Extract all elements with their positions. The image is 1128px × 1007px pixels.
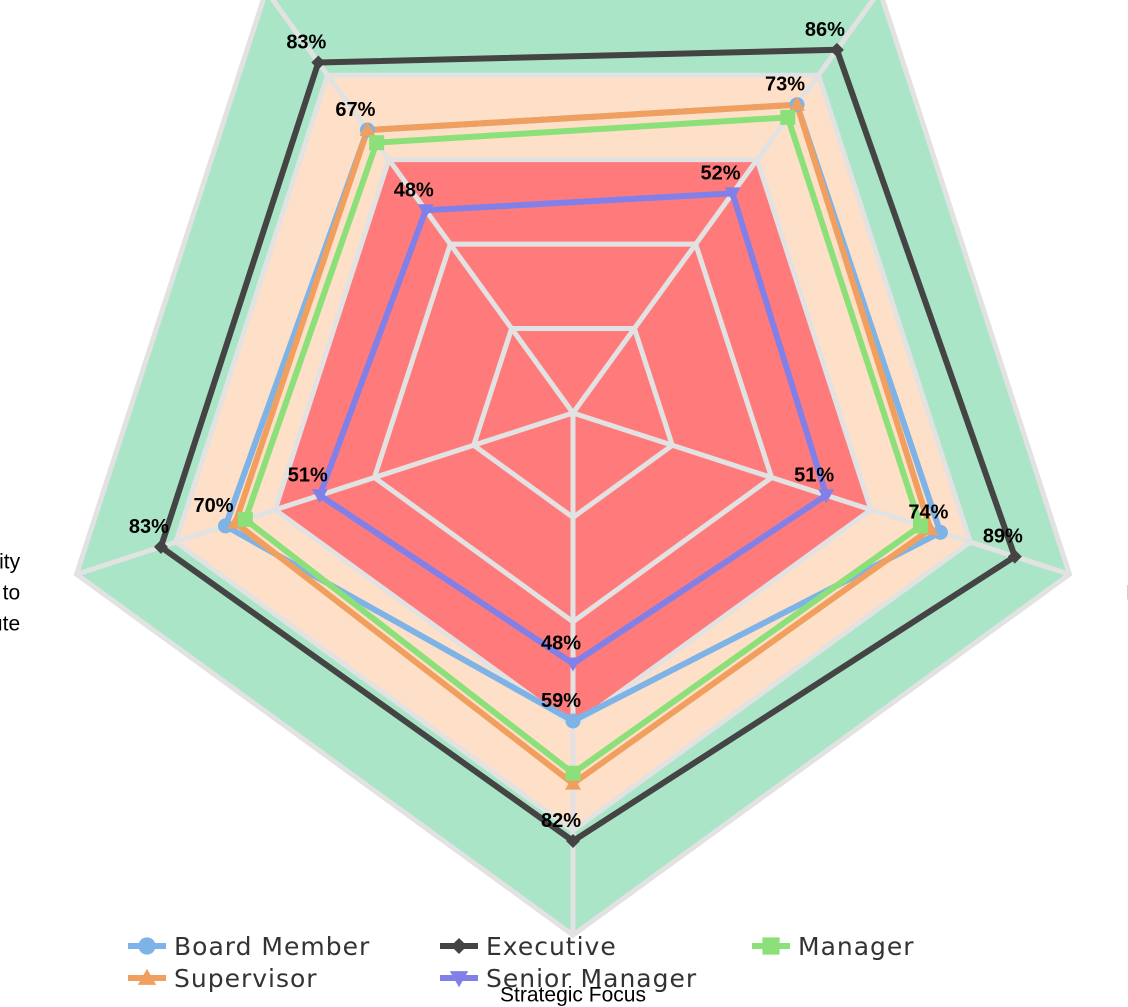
data-label-board-member-strategic-focus: 59% bbox=[541, 690, 581, 712]
legend-item-board-member: Board Member bbox=[128, 932, 370, 961]
data-label-board-member-ability-to-execute: 70% bbox=[193, 495, 233, 517]
legend-marker-triangle bbox=[137, 968, 157, 985]
legend-label: Supervisor bbox=[174, 964, 318, 993]
series-lines bbox=[157, 46, 1018, 844]
legend-label: Board Member bbox=[174, 932, 370, 961]
legend-marker-circle bbox=[138, 937, 156, 955]
legend-item-manager: Manager bbox=[752, 932, 915, 961]
legend-label: Executive bbox=[486, 932, 617, 961]
legend-label: Senior Manager bbox=[486, 964, 697, 993]
data-label-senior-manager-innovation: 51% bbox=[794, 464, 834, 486]
grid-ring-20 bbox=[470, 326, 676, 521]
spoke-leadership bbox=[570, 0, 877, 415]
series-line-supervisor bbox=[232, 101, 934, 787]
series-markers bbox=[153, 42, 1022, 849]
point-manager-ability-to-execute bbox=[237, 511, 253, 527]
point-manager-strategic-focus bbox=[565, 765, 581, 781]
point-senior-manager-strategic-focus bbox=[565, 657, 581, 672]
data-label-executive-leadership: 86% bbox=[805, 19, 845, 41]
point-supervisor-customer-focus bbox=[359, 122, 376, 137]
point-executive-strategic-focus bbox=[566, 834, 580, 849]
data-label-senior-manager-ability-to-execute: 51% bbox=[288, 464, 328, 486]
point-manager-customer-focus bbox=[369, 135, 385, 151]
point-executive-innovation bbox=[1007, 549, 1022, 564]
axis-label-line: to bbox=[3, 582, 21, 605]
axis-label-line: Ability bbox=[0, 551, 21, 574]
point-supervisor-leadership bbox=[788, 96, 805, 111]
point-executive-leadership bbox=[829, 42, 844, 57]
point-executive-customer-focus bbox=[311, 55, 326, 70]
axis-label-innovation: Innovation bbox=[1126, 582, 1128, 605]
data-label-executive-customer-focus: 83% bbox=[286, 31, 326, 53]
point-manager-innovation bbox=[913, 518, 929, 534]
legend-item-senior-manager: Senior Manager bbox=[440, 964, 697, 993]
data-label-board-member-leadership: 73% bbox=[765, 74, 805, 96]
point-senior-manager-leadership bbox=[724, 187, 741, 202]
axis-label-line: Innovation bbox=[1126, 582, 1128, 605]
data-label-supervisor-customer-focus: 67% bbox=[335, 99, 375, 121]
axis-label-line: Execute bbox=[0, 613, 20, 636]
point-senior-manager-innovation bbox=[818, 489, 835, 504]
legend-item-executive: Executive bbox=[440, 932, 617, 961]
data-label-senior-manager-leadership: 52% bbox=[701, 162, 741, 184]
data-labels: 86% 73% 52% 89% 74% 51% 82% 59% 48% 83% 70% 51% 83% 6… bbox=[129, 19, 1023, 832]
data-label-senior-manager-strategic-focus: 48% bbox=[541, 633, 581, 655]
point-executive-ability-to-execute bbox=[153, 539, 168, 554]
axis-label-ability-to-execute: Ability toExecute bbox=[0, 551, 21, 636]
legend-marker-diamond bbox=[450, 937, 468, 955]
point-board-member-strategic-focus bbox=[565, 713, 581, 729]
axis-label-strategic-focus: Strategic Focus bbox=[500, 983, 646, 1006]
grid-ring-80 bbox=[172, 72, 974, 834]
data-label-executive-strategic-focus: 82% bbox=[541, 810, 581, 832]
point-senior-manager-ability-to-execute bbox=[311, 489, 328, 504]
legend-marker-triangle-down bbox=[449, 971, 469, 988]
grid-ring-40 bbox=[371, 241, 775, 625]
legend-item-supervisor: Supervisor bbox=[128, 964, 318, 993]
point-supervisor-strategic-focus bbox=[565, 775, 581, 790]
point-senior-manager-customer-focus bbox=[417, 204, 434, 219]
axis-label-line: Strategic Focus bbox=[500, 983, 646, 1006]
data-label-executive-ability-to-execute: 83% bbox=[129, 516, 169, 538]
series-line-manager bbox=[242, 114, 924, 777]
data-label-executive-innovation: 89% bbox=[983, 526, 1023, 548]
point-board-member-ability-to-execute bbox=[217, 518, 233, 534]
data-label-senior-manager-customer-focus: 48% bbox=[394, 179, 434, 201]
data-label-board-member-innovation: 74% bbox=[908, 501, 948, 523]
grid-ring-100 bbox=[73, 0, 1073, 939]
legend-marker-square bbox=[762, 937, 780, 955]
point-manager-leadership bbox=[780, 109, 796, 125]
legend-label: Manager bbox=[798, 932, 915, 961]
grid-ring-60 bbox=[272, 157, 874, 730]
series-line-senior-manager bbox=[316, 190, 830, 667]
point-board-member-innovation bbox=[932, 524, 948, 540]
series-line-executive bbox=[157, 46, 1018, 844]
